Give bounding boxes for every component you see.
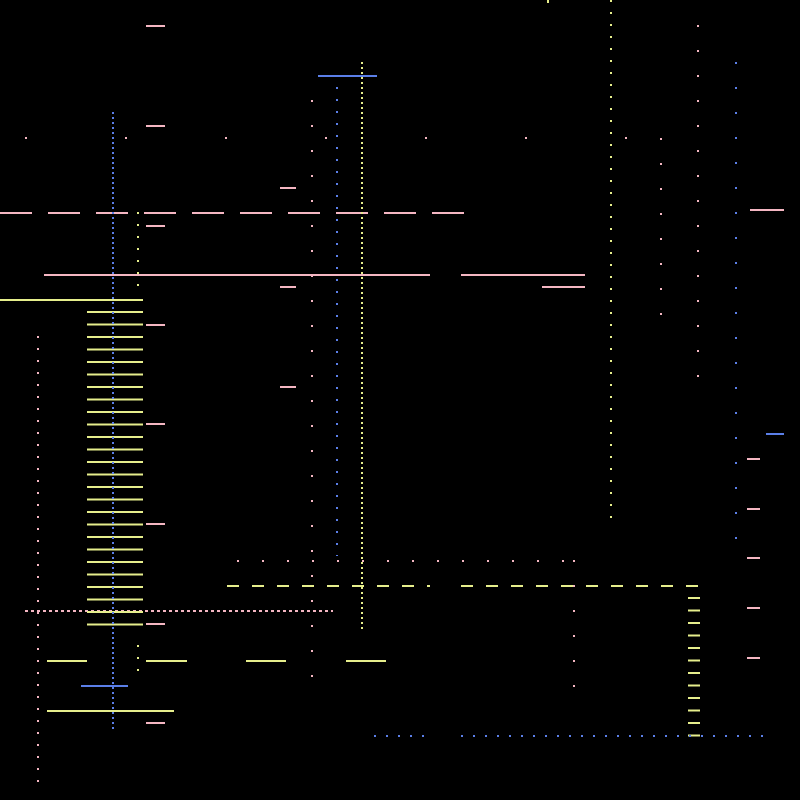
line-pattern-canvas: [0, 0, 784, 790]
line-pattern-svg: [0, 0, 784, 790]
